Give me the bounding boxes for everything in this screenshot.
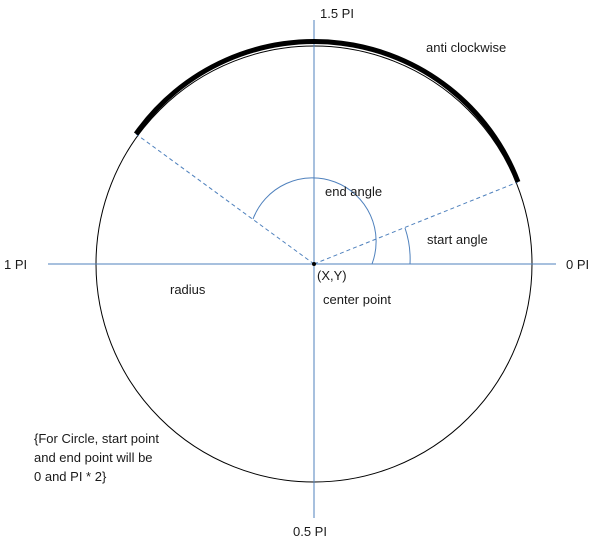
note-line-2: and end point will be [34, 450, 153, 465]
label-left-1-pi: 1 PI [4, 257, 27, 272]
highlighted-arc [133, 39, 521, 183]
label-center-coords: (X,Y) [317, 268, 347, 283]
start-radius-line [313, 181, 519, 265]
label-start-angle: start angle [427, 232, 488, 247]
label-end-angle: end angle [325, 184, 382, 199]
start-angle-arc [404, 227, 411, 265]
end-radius-line [135, 133, 315, 265]
end-angle-arc [252, 177, 377, 265]
label-bottom-0-5-pi: 0.5 PI [293, 524, 327, 539]
label-radius: radius [170, 282, 206, 297]
label-right-0-pi: 0 PI [566, 257, 589, 272]
note-line-1: {For Circle, start point [34, 431, 159, 446]
label-center-point: center point [323, 292, 391, 307]
label-anti-clockwise: anti clockwise [426, 40, 506, 55]
label-top-1-5-pi: 1.5 PI [320, 6, 354, 21]
center-point-dot [312, 262, 316, 266]
note-line-3: 0 and PI * 2} [34, 469, 107, 484]
